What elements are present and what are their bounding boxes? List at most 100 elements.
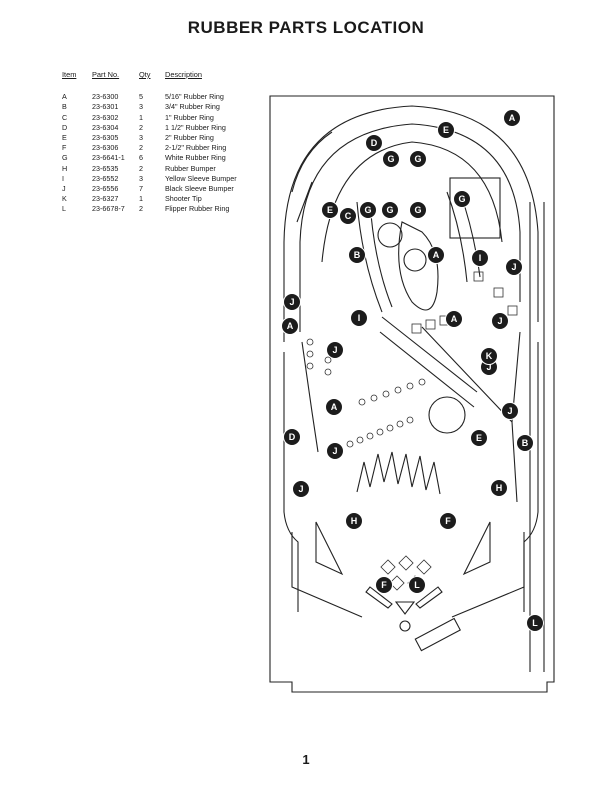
left-diagonal-lane [379,316,478,408]
callout-marker: G [409,201,427,219]
callout-marker: B [516,434,534,452]
callout-letter: J [332,345,337,355]
cell-description: 3/4" Rubber Ring [165,102,220,112]
callout-letter: I [479,253,482,263]
callout-marker: A [281,317,299,335]
cell-part-no: 23-6300 [92,92,119,102]
cell-part-no: 23-6556 [92,184,119,194]
insert-light [370,394,378,402]
cell-item: H [62,163,68,173]
callout-letter: E [327,205,333,215]
callout-marker: D [283,428,301,446]
callout-circle [505,258,523,276]
callout-circle [325,398,343,416]
upper-target-ring-2 [403,248,427,272]
outhole [399,620,411,632]
callout-marker: J [326,442,344,460]
insert-light [324,368,332,376]
insert-square [473,271,484,282]
callout-circle [375,576,393,594]
callout-marker: D [365,134,383,152]
insert-light [394,386,402,394]
cell-description: 1 1/2" Rubber Ring [165,122,226,132]
cell-qty: 2 [139,122,143,132]
callout-letter: A [451,314,458,324]
callout-circle [321,201,339,219]
cell-qty: 6 [139,153,143,163]
callout-marker: H [490,479,508,497]
callout-marker: F [375,576,393,594]
callout-letter: H [496,483,503,493]
cell-description: 2" Rubber Ring [165,133,214,143]
page-title: RUBBER PARTS LOCATION [187,18,425,37]
cell-item: C [62,112,68,122]
cell-qty: 2 [139,204,143,214]
callout-circle [283,293,301,311]
callout-letter: J [511,262,516,272]
plunger [414,617,461,652]
cell-qty: 5 [139,92,143,102]
callout-circle [326,442,344,460]
callout-circle [365,134,383,152]
cell-qty: 7 [139,184,143,194]
cell-part-no: 23-6641-1 [92,153,125,163]
callout-letter: G [364,205,371,215]
insert-light [386,424,394,432]
right-slingshot [462,521,491,576]
insert-light [406,382,414,390]
insert-light [366,432,374,440]
cell-item: J [62,184,66,194]
insert-light [358,398,366,406]
cell-qty: 3 [139,173,143,183]
header-item: Item [62,70,77,79]
callout-circle [359,201,377,219]
cell-part-no: 23-6552 [92,173,119,183]
callout-marker: K [480,347,498,365]
callout-marker: E [470,429,488,447]
callout-circle [439,512,457,530]
cell-description: Flipper Rubber Ring [165,204,230,214]
callout-letter: E [476,433,482,443]
callout-marker: I [471,249,489,267]
cell-part-no: 23-6327 [92,194,119,204]
callout-letter: G [414,205,421,215]
cell-description: Shooter Tip [165,194,202,204]
insert-light [306,350,314,358]
callout-marker: B [348,246,366,264]
cell-item: F [62,143,67,153]
callout-marker: J [292,480,310,498]
callout-letter: J [507,406,512,416]
upper-loop [398,221,439,311]
callout-circle [491,312,509,330]
cell-item: B [62,102,67,112]
top-arch-outer [283,105,539,342]
callout-circle [501,402,519,420]
cell-part-no: 23-6301 [92,102,119,112]
callout-letter: F [381,580,387,590]
cell-part-no: 23-6535 [92,163,119,173]
insert-diamond [380,559,396,575]
cell-part-no: 23-6678-7 [92,204,125,214]
header-qty: Qty [139,70,151,79]
callout-marker: L [526,614,544,632]
callout-letter: G [386,205,393,215]
callout-letter: A [287,321,294,331]
callout-letter: F [445,516,451,526]
callout-marker: E [321,201,339,219]
callout-circle [490,479,508,497]
callout-marker: G [359,201,377,219]
callout-letter: B [522,438,529,448]
callout-marker: J [505,258,523,276]
left-flipper [365,586,393,609]
callout-circle [382,150,400,168]
insert-square [411,323,422,334]
